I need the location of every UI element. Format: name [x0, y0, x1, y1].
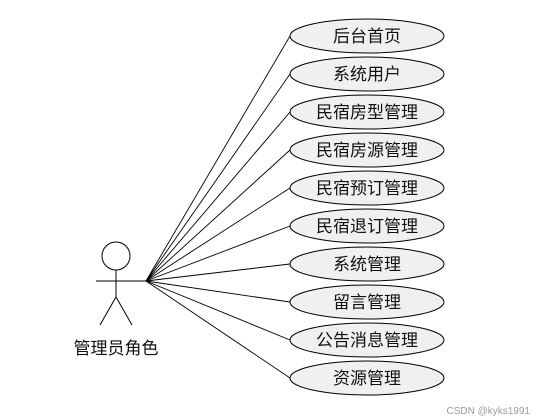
watermark-text: CSDN @kyks1991: [446, 406, 530, 417]
actor-right-leg: [115, 296, 133, 326]
use-case-ellipse: [289, 284, 445, 320]
association-line: [145, 225, 291, 282]
actor-label: 管理员角色: [74, 339, 159, 359]
use-case-label: 系统管理: [333, 255, 401, 275]
use-case-node: 系统管理: [289, 246, 445, 282]
use-case-ellipse: [289, 360, 445, 396]
association-line: [145, 263, 291, 282]
association-lines: [145, 35, 291, 379]
use-case-label: 民宿房源管理: [316, 141, 418, 161]
use-case-label: 民宿退订管理: [316, 217, 418, 237]
use-case-node: 公告消息管理: [289, 322, 445, 358]
use-case-label: 系统用户: [333, 65, 401, 85]
use-case-node: 留言管理: [289, 284, 445, 320]
association-line: [145, 280, 291, 341]
association-line: [145, 111, 291, 282]
use-case-node: 资源管理: [289, 360, 445, 396]
association-line: [145, 149, 291, 282]
use-case-label: 留言管理: [333, 293, 401, 313]
use-case-node: 民宿退订管理: [289, 208, 445, 244]
actor-head: [101, 241, 131, 271]
use-case-node: 民宿房源管理: [289, 132, 445, 168]
use-case-label: 资源管理: [333, 369, 401, 389]
association-line: [145, 280, 291, 379]
use-case-ellipse: [289, 322, 445, 358]
use-case-node: 系统用户: [289, 56, 445, 92]
use-case-ellipse: [289, 94, 445, 130]
use-case-ellipse: [289, 170, 445, 206]
association-line: [145, 73, 291, 282]
use-case-ellipse: [289, 132, 445, 168]
use-case-ellipse: [289, 56, 445, 92]
use-case-label: 民宿房型管理: [316, 103, 418, 123]
use-case-node: 民宿房型管理: [289, 94, 445, 130]
actor-figure: 管理员角色: [74, 241, 159, 359]
use-case-label: 后台首页: [333, 27, 401, 47]
association-line: [145, 35, 291, 282]
use-case-ellipse: [289, 18, 445, 54]
association-line: [145, 187, 291, 282]
use-case-label: 公告消息管理: [316, 331, 418, 351]
use-case-node: 后台首页: [289, 18, 445, 54]
use-case-list: 后台首页系统用户民宿房型管理民宿房源管理民宿预订管理民宿退订管理系统管理留言管理…: [289, 18, 445, 396]
association-line: [145, 280, 291, 303]
use-case-ellipse: [289, 246, 445, 282]
actor-left-leg: [99, 296, 117, 326]
use-case-node: 民宿预订管理: [289, 170, 445, 206]
use-case-label: 民宿预订管理: [316, 179, 418, 199]
use-case-ellipse: [289, 208, 445, 244]
